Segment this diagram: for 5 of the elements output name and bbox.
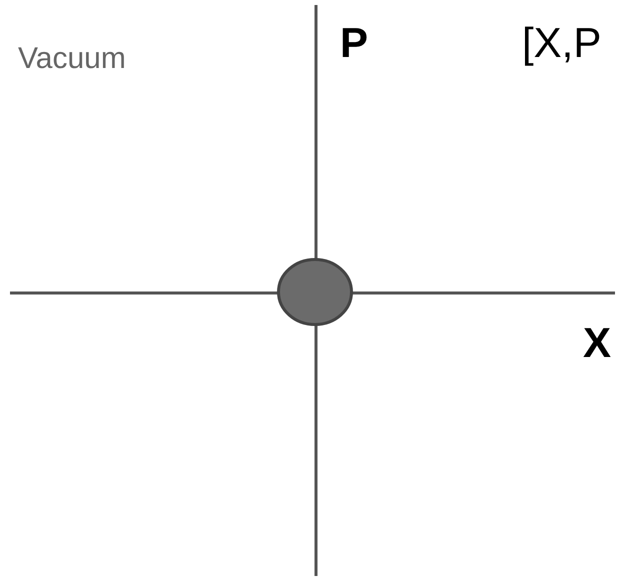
region-label: Vacuum xyxy=(18,44,126,74)
axis-label: X xyxy=(583,322,612,364)
dot-marker xyxy=(277,258,353,326)
axis-label: P xyxy=(340,22,368,64)
commutator-label: [X,P xyxy=(522,22,602,64)
